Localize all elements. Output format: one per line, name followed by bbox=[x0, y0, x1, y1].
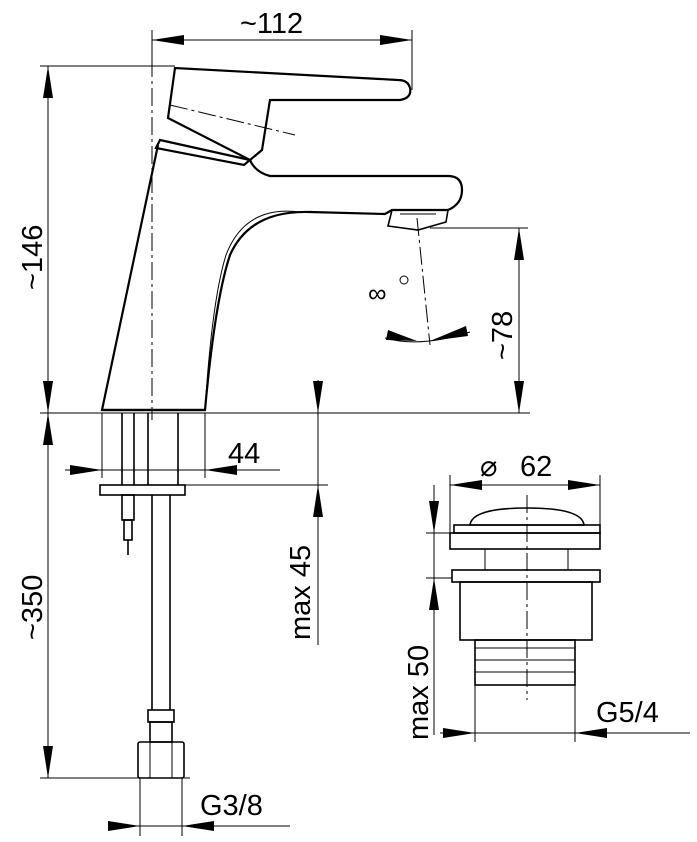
label-waste-diameter: 62 bbox=[520, 451, 552, 483]
label-base-diameter: 44 bbox=[228, 438, 260, 470]
label-mount-thickness: max 45 bbox=[285, 545, 317, 640]
flow-degree-circle bbox=[399, 275, 409, 285]
flow-symbol: ∞ bbox=[368, 278, 387, 308]
label-waste-thread: G5/4 bbox=[596, 697, 659, 729]
label-overall-height: ~146 bbox=[17, 225, 49, 290]
label-waste-thickness: max 50 bbox=[403, 645, 435, 740]
faucet-drawing bbox=[100, 30, 464, 420]
label-spout-reach: ~112 bbox=[240, 8, 303, 40]
dimension-lines bbox=[40, 30, 690, 836]
dimension-labels: ~112 ~146 ~78 ∞ 44 max 45 ~350 G3/8 ⌀ 62… bbox=[17, 8, 659, 822]
label-waste-diameter-symbol: ⌀ bbox=[480, 451, 497, 483]
label-spout-height: ~78 bbox=[487, 311, 519, 360]
mounting-assembly bbox=[40, 412, 530, 779]
waste-valve-drawing bbox=[449, 495, 601, 700]
label-hose-thread: G3/8 bbox=[200, 790, 263, 822]
label-hose-length: ~350 bbox=[17, 575, 49, 640]
